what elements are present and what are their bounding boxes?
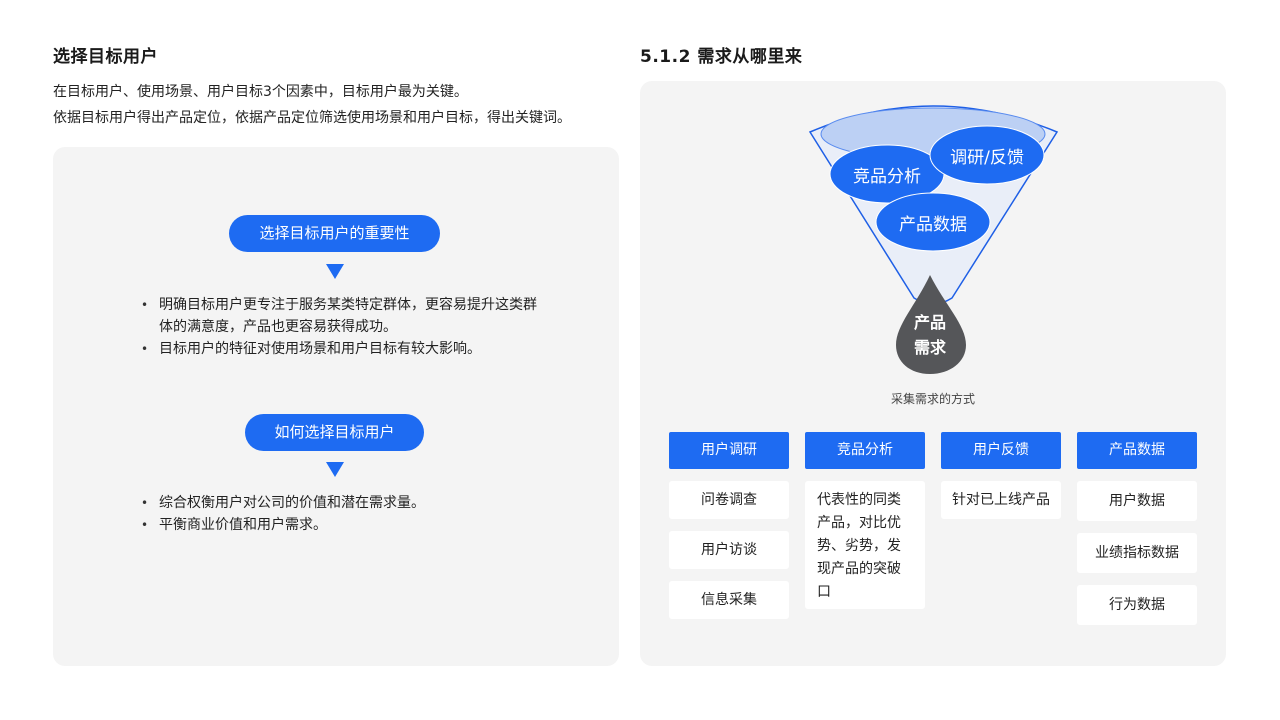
column-item: 业绩指标数据	[1077, 533, 1197, 573]
how-to-bullets: 综合权衡用户对公司的价值和潜在需求量。 平衡商业价值和用户需求。	[141, 492, 541, 536]
column-item: 用户数据	[1077, 481, 1197, 521]
column-product-data: 产品数据 用户数据 业绩指标数据 行为数据	[1077, 432, 1197, 625]
ellipse-label-research: 调研/反馈	[950, 148, 1024, 168]
column-item: 针对已上线产品	[941, 481, 1061, 519]
column-item: 代表性的同类产品，对比优势、劣势，发现产品的突破口	[805, 481, 925, 609]
arrow-down-icon	[326, 264, 344, 279]
column-item: 信息采集	[669, 581, 789, 619]
ellipse-data	[875, 192, 991, 252]
bullet-item: 明确目标用户更专注于服务某类特定群体，更容易提升这类群体的满意度，产品也更容易获…	[141, 294, 541, 338]
column-header: 用户调研	[669, 432, 789, 469]
drop-label-line1: 产品	[913, 313, 946, 332]
drop-shape	[896, 275, 966, 374]
bullet-item: 综合权衡用户对公司的价值和潜在需求量。	[141, 492, 541, 514]
bullet-item: 目标用户的特征对使用场景和用户目标有较大影响。	[141, 338, 541, 360]
ellipse-research	[929, 125, 1045, 185]
column-header: 产品数据	[1077, 432, 1197, 469]
intro-line-1: 在目标用户、使用场景、用户目标3个因素中，目标用户最为关键。	[53, 84, 468, 100]
column-header: 用户反馈	[941, 432, 1061, 469]
importance-pill: 选择目标用户的重要性	[229, 215, 440, 252]
intro-line-2: 依据目标用户得出产品定位，依据产品定位筛选使用场景和用户目标，得出关键词。	[53, 110, 571, 126]
left-section-title: 选择目标用户	[53, 47, 158, 67]
column-competitor-analysis: 竞品分析 代表性的同类产品，对比优势、劣势，发现产品的突破口	[805, 432, 925, 609]
importance-bullets: 明确目标用户更专注于服务某类特定群体，更容易提升这类群体的满意度，产品也更容易获…	[141, 294, 541, 360]
bullet-item: 平衡商业价值和用户需求。	[141, 514, 541, 536]
column-item: 用户访谈	[669, 531, 789, 569]
drop-label-line2: 需求	[913, 338, 946, 357]
right-section-title: 5.1.2 需求从哪里来	[640, 47, 803, 67]
ellipse-label-data: 产品数据	[899, 215, 967, 235]
ellipse-label-competitor: 竞品分析	[853, 167, 921, 187]
arrow-down-icon	[326, 462, 344, 477]
column-item: 问卷调查	[669, 481, 789, 519]
funnel-caption: 采集需求的方式	[890, 392, 975, 406]
column-item: 行为数据	[1077, 585, 1197, 625]
how-to-pill: 如何选择目标用户	[245, 414, 424, 451]
column-user-research: 用户调研 问卷调查 用户访谈 信息采集	[669, 432, 789, 619]
column-header: 竞品分析	[805, 432, 925, 469]
column-user-feedback: 用户反馈 针对已上线产品	[941, 432, 1061, 519]
